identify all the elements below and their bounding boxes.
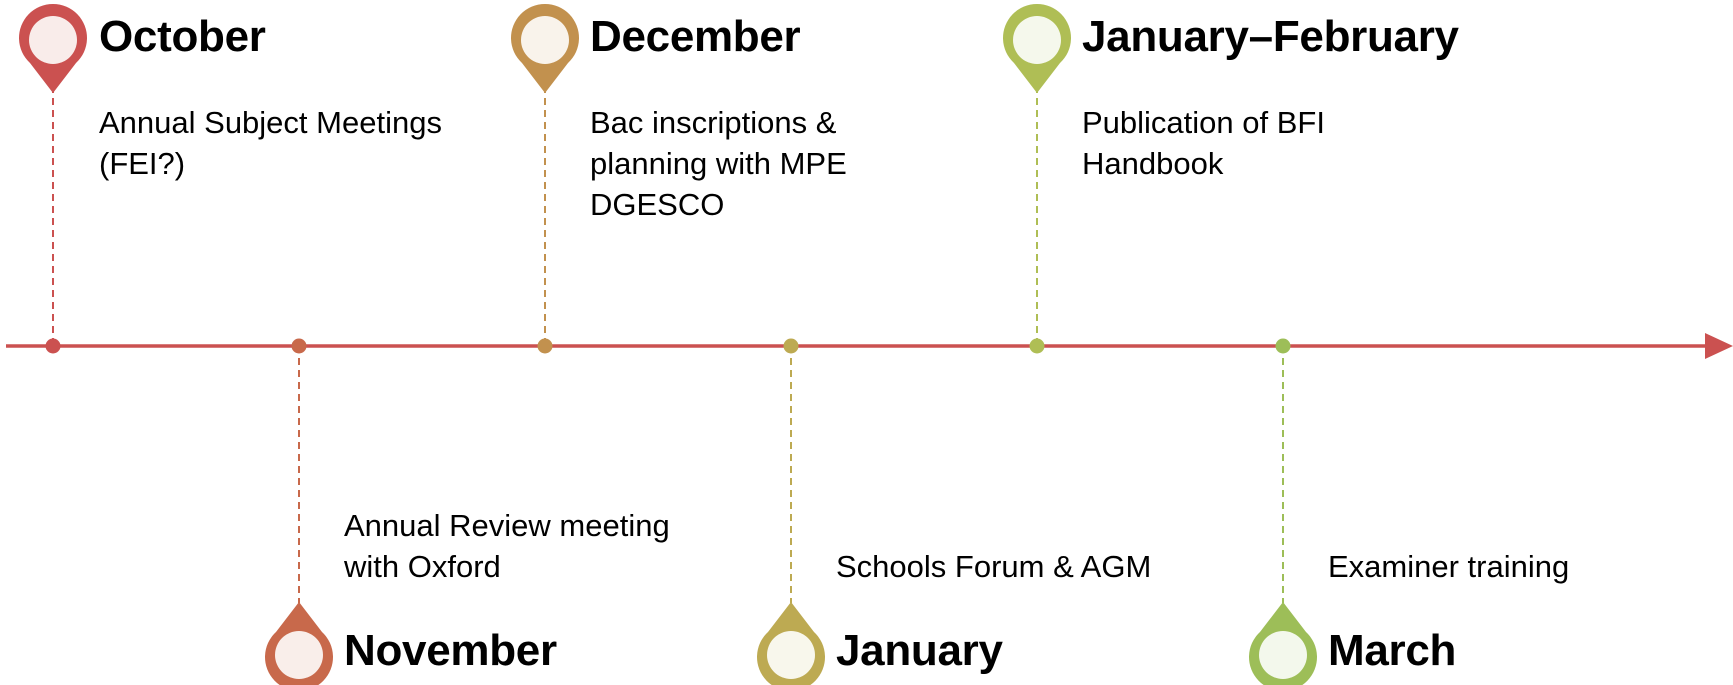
event-description-november: Annual Review meeting with Oxford (344, 508, 670, 584)
map-pin-icon-december (511, 3, 579, 93)
event-title-january-february: January–February (1082, 12, 1459, 61)
map-pin-icon-january-february (1003, 3, 1071, 93)
axis-dot-november (291, 338, 307, 354)
event-title-december: December (590, 12, 801, 61)
event-title-november: November (344, 626, 557, 675)
map-pin-icon-october (19, 3, 87, 93)
event-description-march: Examiner training (1328, 549, 1570, 584)
axis-dot-january (783, 338, 799, 354)
map-pin-icon-march (1249, 602, 1317, 685)
axis-dot-january-february (1029, 338, 1045, 354)
axis-dot-october (45, 338, 61, 354)
event-description-january-february: Publication of BFI Handbook (1082, 105, 1325, 181)
map-pin-icon-november (265, 602, 333, 685)
axis-dot-december (537, 338, 553, 354)
event-description-december: Bac inscriptions & planning with MPE DGE… (590, 105, 847, 222)
timeline-arrowhead (1705, 333, 1733, 359)
event-title-march: March (1328, 626, 1457, 675)
event-description-october: Annual Subject Meetings (FEI?) (99, 105, 442, 181)
axis-dot-march (1275, 338, 1291, 354)
map-pin-icon-january (757, 602, 825, 685)
event-title-october: October (99, 12, 266, 61)
event-description-january: Schools Forum & AGM (836, 549, 1152, 584)
event-title-january: January (836, 626, 1003, 675)
